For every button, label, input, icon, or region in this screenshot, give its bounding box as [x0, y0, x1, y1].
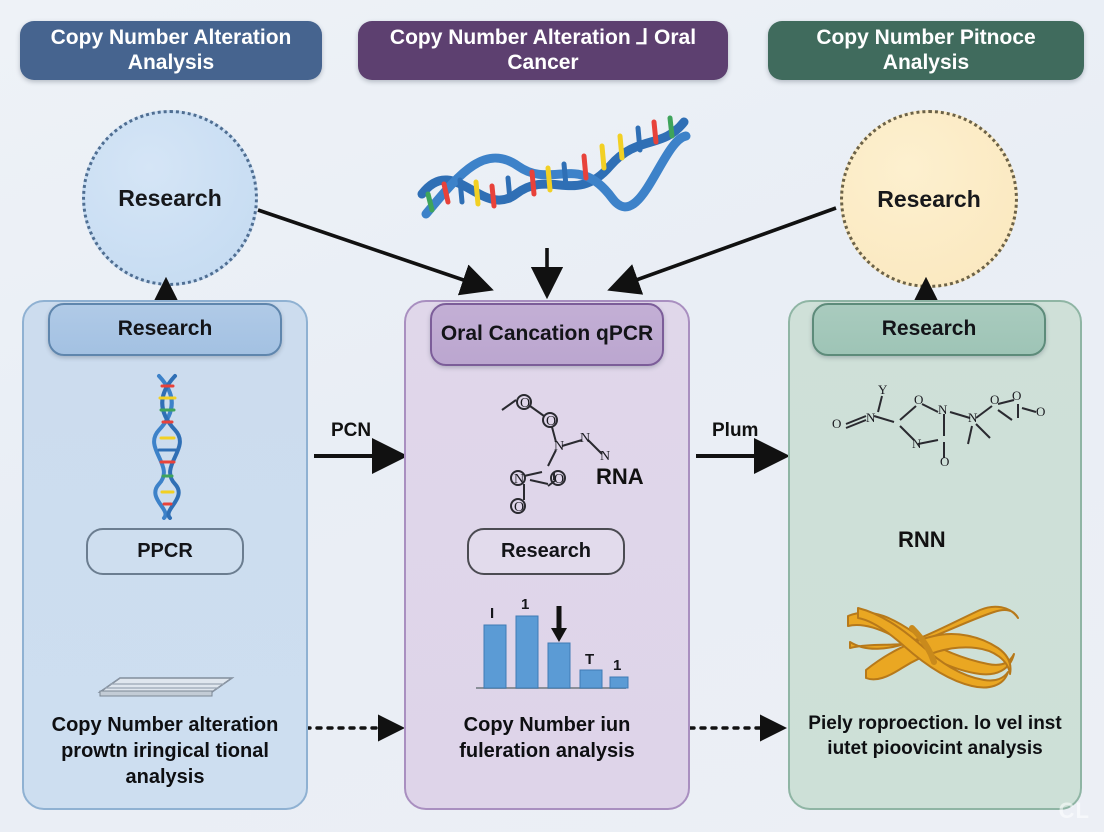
svg-text:N: N: [554, 439, 564, 454]
research-circle-right: Research: [840, 110, 1018, 288]
caption-right: Piely roproection. lo vel inst iutet pio…: [808, 713, 1062, 759]
research-pill-middle[interactable]: Research: [467, 528, 625, 575]
caption-left: Copy Number alteration prowtn iringical …: [51, 714, 279, 788]
svg-text:1: 1: [613, 657, 621, 674]
svg-text:O: O: [1036, 404, 1045, 419]
arrow-label-pcn: PCN: [331, 420, 372, 441]
banner-right: Copy Number Pitnoce Analysis: [768, 21, 1084, 80]
banner-left: Copy Number Alteration Analysis: [20, 21, 322, 80]
research-circle-left: Research: [82, 110, 258, 286]
bar-chart: I 1 T 1: [476, 596, 629, 689]
svg-text:N: N: [866, 410, 876, 425]
svg-text:I: I: [490, 605, 494, 622]
svg-text:O: O: [1012, 388, 1021, 403]
banner-middle: Copy Number Alteration ⅃ Oral Cancer: [358, 21, 728, 80]
molecule-structure-icon: O N O N N N O O O O Y: [832, 382, 1045, 469]
svg-text:T: T: [585, 651, 594, 668]
ppcr-pill[interactable]: PPCR: [86, 528, 244, 575]
svg-text:O: O: [914, 392, 923, 407]
svg-text:O: O: [520, 396, 530, 411]
svg-text:O: O: [940, 454, 949, 469]
svg-text:O: O: [554, 472, 564, 487]
svg-text:O: O: [832, 416, 841, 431]
rnn-label: RNN: [898, 527, 946, 552]
watermark: CL: [1058, 798, 1090, 823]
svg-text:N: N: [968, 410, 978, 425]
svg-text:N: N: [514, 472, 524, 487]
panel-right: [788, 300, 1082, 810]
svg-text:O: O: [514, 500, 524, 515]
svg-text:N: N: [938, 402, 948, 417]
caption-middle: Copy Number iun fuleration analysis: [459, 714, 635, 762]
svg-text:1: 1: [521, 596, 529, 613]
svg-text:O: O: [546, 414, 556, 429]
panel-head-right[interactable]: Research: [812, 303, 1046, 356]
svg-text:N: N: [580, 431, 590, 446]
svg-text:N: N: [912, 436, 922, 451]
molecule-structure-icon: O O N N N N O O: [501, 394, 610, 515]
svg-text:N: N: [600, 449, 610, 464]
arrow-label-plum: Plum: [712, 420, 759, 441]
dna-strand-icon: [152, 374, 182, 520]
rna-label: RNA: [596, 464, 644, 489]
panel-head-middle[interactable]: Oral Cancation qPCR: [430, 303, 664, 366]
gel-slide-icon: [97, 677, 235, 697]
chromosome-icon: [847, 605, 1019, 689]
dna-helix-icon: [417, 115, 691, 219]
svg-text:Y: Y: [878, 382, 888, 397]
panel-head-left[interactable]: Research: [48, 303, 282, 356]
svg-text:O: O: [990, 392, 999, 407]
